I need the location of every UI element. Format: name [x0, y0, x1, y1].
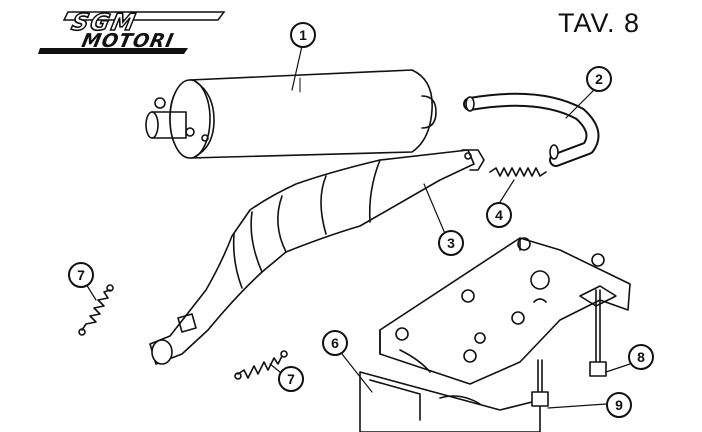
sgm-motori-logo: SGM MOTORI — [38, 8, 228, 56]
spring-part-4 — [489, 167, 547, 177]
callout-8: 8 — [628, 344, 654, 370]
callout-3: 3 — [438, 230, 464, 256]
spring-part-7-left — [78, 284, 114, 336]
screw-part-8 — [589, 289, 607, 377]
callout-4: 4 — [486, 202, 512, 228]
mounting-bracket-part — [359, 237, 631, 432]
screw-part-9 — [531, 359, 549, 407]
callout-6: 6 — [322, 330, 348, 356]
logo-swoosh — [38, 11, 226, 54]
callout-2: 2 — [586, 66, 612, 92]
callout-7-left: 7 — [68, 262, 94, 288]
hose-part — [463, 92, 600, 167]
callout-9: 9 — [606, 392, 632, 418]
callout-1: 1 — [290, 22, 316, 48]
silencer-part — [145, 69, 437, 159]
expansion-chamber-part — [149, 149, 485, 365]
plate-title: TAV. 8 — [558, 8, 641, 38]
leader-lines — [85, 45, 631, 409]
callout-7-right: 7 — [278, 366, 304, 392]
spring-part-7-right — [234, 350, 288, 380]
